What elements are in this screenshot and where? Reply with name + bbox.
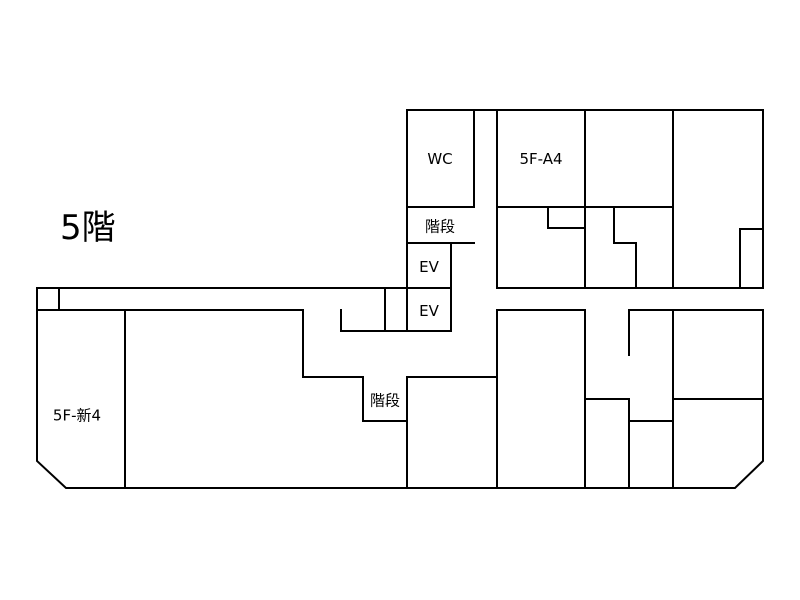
room-wc[interactable]: WC: [427, 150, 453, 168]
room-stairs-north[interactable]: 階段: [424, 217, 456, 236]
wall-se-1: [584, 398, 630, 489]
wall-step-2: [613, 206, 637, 289]
wall-center-right: [496, 309, 586, 489]
room-ev-2[interactable]: EV: [419, 302, 439, 320]
wall-small-rooms: [340, 309, 408, 332]
wall-a4: [496, 109, 764, 289]
wall-wc: [406, 109, 475, 208]
wall-sw-outer: [36, 309, 764, 489]
wall-step-1: [547, 206, 586, 229]
room-stairs-south[interactable]: 階段: [369, 391, 401, 410]
wall-step-3: [739, 228, 764, 289]
wall-center-room: [406, 376, 498, 489]
room-ev-1[interactable]: EV: [419, 258, 439, 276]
wall-sw: [36, 309, 408, 422]
floor-title: 5階: [60, 208, 116, 248]
room-5f-a4[interactable]: 5F-A4: [519, 150, 563, 168]
wall-ev: [406, 242, 452, 332]
room-5f-shin4[interactable]: 5F-新4: [52, 406, 102, 425]
